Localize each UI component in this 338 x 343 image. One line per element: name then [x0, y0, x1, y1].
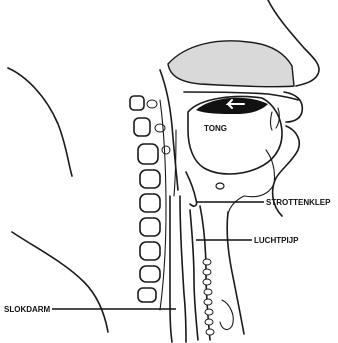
thyroid-gland [220, 300, 233, 329]
neck-front-outline [227, 212, 244, 334]
head-outline [8, 68, 72, 176]
epiglottis [186, 172, 197, 206]
hyoid-bone [216, 183, 224, 189]
tracheal-rings [203, 259, 214, 335]
trachea-back-wall [190, 210, 198, 340]
label-slokdarm: SLOKDARM [4, 305, 51, 314]
label-tong: TONG [204, 124, 227, 133]
chin-to-neck [228, 196, 244, 214]
teeth [271, 108, 280, 130]
label-luchtpijp: LUCHTPIJP [254, 236, 299, 245]
label-strottenklep: STROTTENKLEP [266, 198, 331, 207]
nasal-cavity [168, 41, 294, 87]
jaw-bone [244, 150, 275, 197]
esophagus-back-wall [170, 196, 172, 342]
neck-back-outline [12, 232, 108, 332]
esophagus-front-wall [180, 196, 186, 342]
